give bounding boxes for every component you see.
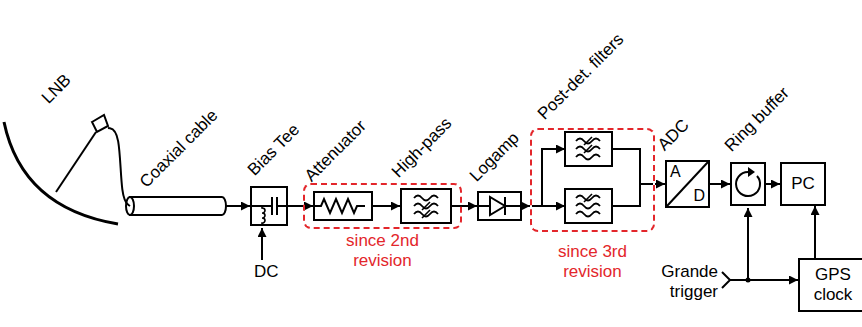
trigger-wire [730, 208, 748, 280]
diode-symbol [490, 197, 505, 215]
revision-group: since 2nd revisionAttenuatorHigh-pass [303, 183, 462, 229]
signal-arrow [710, 183, 730, 185]
component-label: Ring buffer [721, 83, 794, 156]
antenna-dish: LNB [0, 112, 108, 224]
resistor-symbol [315, 199, 365, 213]
signal-arrow [226, 205, 250, 207]
split-wire [532, 149, 565, 206]
component-label: LNB [38, 70, 76, 108]
feed-arm [56, 132, 96, 192]
inductor-symbol [262, 206, 265, 224]
highpass-box: High-pass [400, 188, 452, 224]
converter-letter: A [670, 163, 681, 181]
filter-box [565, 189, 612, 223]
trigger-label: Grande trigger [636, 262, 718, 302]
filter-wave [576, 204, 600, 209]
junction-dot [746, 278, 751, 283]
merge-wire [612, 149, 653, 184]
diode-wire [505, 205, 520, 207]
box-text: GPS clock [800, 265, 862, 305]
component-label: Bias Tee [244, 120, 304, 180]
component-label: High-pass [388, 114, 456, 182]
pc-box: PC [780, 162, 826, 206]
gps-clock-box: GPS clock [798, 258, 862, 312]
coax-cable: Coaxial cable [130, 196, 226, 216]
box-text: PC [791, 174, 815, 194]
split-wire [542, 205, 565, 207]
filter-strike [584, 137, 592, 145]
signal-arrow [452, 205, 477, 207]
signal-arrow [766, 183, 780, 185]
component-label: Coaxial cable [136, 106, 222, 192]
adc-diagonal [667, 162, 708, 206]
attenuator-box: Attenuator [313, 191, 373, 221]
filter-box [565, 132, 612, 166]
merge-wire [612, 184, 640, 206]
component-label: Attenuator [301, 116, 371, 186]
trigger-wire [748, 279, 798, 281]
dc-feed-arrow [261, 228, 263, 260]
signal-arrow [814, 206, 816, 258]
adc-box: ADCAD [665, 160, 710, 208]
cable-body [130, 197, 226, 215]
converter-letter: D [693, 187, 705, 205]
revision-note: since 3rd revision [537, 242, 649, 282]
capacitor-plate [271, 197, 273, 215]
signal-arrow [373, 205, 400, 207]
ring-arrowhead [748, 167, 755, 177]
filter-strike [584, 194, 592, 202]
component-label: ADC [654, 115, 694, 155]
feed-cable [108, 128, 130, 206]
bias-tee-wire [277, 205, 286, 207]
logamp-box: Logamp [477, 191, 522, 221]
filter-strike [584, 145, 592, 153]
filter-strike [422, 202, 430, 210]
filter-wave [576, 212, 600, 217]
revision-group: Post-det. filterssince 3rd revision [530, 128, 655, 232]
input-connector [722, 272, 730, 288]
signal-arrow [522, 205, 530, 207]
revision-note: since 2nd revision [327, 231, 439, 271]
lnb-feed [92, 115, 108, 132]
component-label: Logamp [466, 128, 524, 186]
component-label: Post-det. filters [534, 30, 628, 124]
diode-wire [479, 205, 490, 207]
filter-strike [422, 210, 430, 218]
filter-wave [576, 155, 600, 160]
supply-label: DC [254, 262, 279, 282]
ring-buffer-box: Ring buffer [730, 162, 766, 206]
signal-arrow [288, 205, 313, 207]
dish-reflector [4, 122, 118, 224]
signal-arrow [655, 183, 665, 185]
bias-tee-box: Bias Tee [250, 186, 288, 226]
filter-wave [414, 196, 438, 201]
